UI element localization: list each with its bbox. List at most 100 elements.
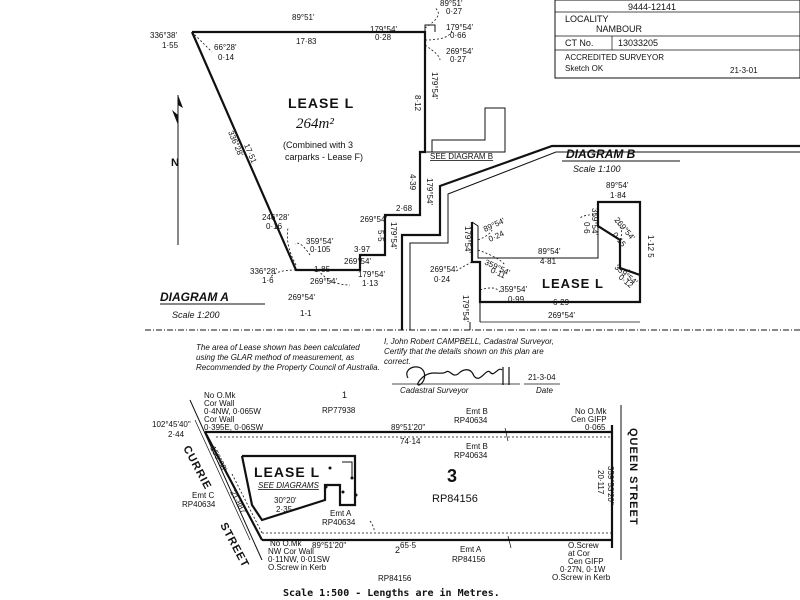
diagram-b-wall [400, 144, 800, 330]
svg-text:Cadastral Surveyor: Cadastral Surveyor [400, 386, 469, 395]
svg-text:0·065: 0·065 [585, 423, 606, 432]
locality-label: LOCALITY [565, 14, 609, 24]
svg-text:0·24: 0·24 [434, 275, 451, 284]
svg-text:Emt B: Emt B [466, 442, 488, 451]
svg-text:Cen GIFP: Cen GIFP [568, 557, 604, 566]
svg-text:269°54': 269°54' [288, 293, 315, 302]
svg-text:No O.Mk: No O.Mk [204, 391, 237, 400]
svg-text:0·11NW, 0·01SW: 0·11NW, 0·01SW [268, 555, 330, 564]
svg-text:17·83: 17·83 [296, 37, 317, 46]
svg-text:179°54': 179°54' [430, 72, 439, 99]
svg-text:179°54': 179°54' [463, 226, 472, 253]
currie-street-boundary [204, 431, 263, 541]
site-plan: LEASE L SEE DIAGRAMS 3 RP84156 CURRIE ST… [152, 390, 639, 583]
svg-text:8·12: 8·12 [413, 95, 422, 112]
lot-marker: 1-1 [300, 309, 312, 318]
svg-text:156°38': 156°38' [208, 445, 229, 473]
svg-text:0·66: 0·66 [450, 31, 467, 40]
svg-text:0·28: 0·28 [375, 33, 392, 42]
svg-text:74·14: 74·14 [400, 437, 421, 446]
svg-text:1·84: 1·84 [610, 191, 627, 200]
lease-l-title-site: LEASE L [254, 464, 320, 480]
svg-text:5·5: 5·5 [376, 230, 385, 242]
lease-note-line2: carparks - Lease F) [285, 152, 363, 162]
svg-text:Emt A: Emt A [330, 509, 352, 518]
svg-text:0·27: 0·27 [450, 55, 467, 64]
svg-text:1·13: 1·13 [362, 279, 379, 288]
svg-text:0·27: 0·27 [446, 7, 463, 16]
certification: The area of Lease shown has been calcula… [196, 337, 560, 395]
svg-text:RP40634: RP40634 [454, 451, 488, 460]
street-currie-suffix: STREET [217, 521, 251, 570]
lot-plan: RP84156 [432, 493, 478, 505]
svg-text:1·12 5: 1·12 5 [646, 235, 655, 258]
svg-text:RP40634: RP40634 [182, 500, 216, 509]
lease-l-boundary-b [470, 200, 642, 304]
svg-text:at Cor: at Cor [568, 549, 590, 558]
see-diagram-b-link: SEE DIAGRAM B [430, 152, 493, 161]
svg-text:Emt C: Emt C [192, 491, 214, 500]
svg-text:179°54': 179°54' [425, 178, 434, 205]
svg-text:0·16: 0·16 [266, 222, 283, 231]
svg-text:246°28': 246°28' [262, 213, 289, 222]
svg-text:0·4NW, 0·065W: 0·4NW, 0·065W [204, 407, 261, 416]
svg-text:336°28': 336°28' [226, 129, 245, 158]
svg-text:1·55: 1·55 [162, 41, 179, 50]
svg-text:179°54': 179°54' [461, 295, 470, 322]
svg-text:89°54': 89°54' [482, 216, 507, 234]
svg-text:4·81: 4·81 [540, 257, 557, 266]
locality-value: NAMBOUR [596, 24, 643, 34]
svg-text:3·97: 3·97 [354, 245, 371, 254]
lease-l-boundary-a [190, 30, 427, 272]
svg-text:4·39: 4·39 [408, 174, 417, 191]
top-jog [424, 24, 436, 32]
svg-text:179°54': 179°54' [370, 25, 397, 34]
svg-text:0·395E, 0·06SW: 0·395E, 0·06SW [204, 423, 264, 432]
svg-text:179°54': 179°54' [358, 270, 385, 279]
lot-number: 3 [447, 466, 457, 486]
svg-text:I, John Robert CAMPBELL, Cadas: I, John Robert CAMPBELL, Cadastral Surve… [384, 337, 554, 346]
signature-date: 21-3-04 [528, 373, 556, 382]
svg-text:359°53'20": 359°53'20" [606, 466, 615, 505]
svg-text:359°54': 359°54' [306, 237, 333, 246]
svg-text:66°28': 66°28' [214, 43, 237, 52]
see-diagrams-link: SEE DIAGRAMS [258, 481, 320, 490]
sketch-label: Sketch OK [565, 64, 604, 73]
svg-text:179°54': 179°54' [389, 222, 398, 249]
svg-text:RP40634: RP40634 [454, 416, 488, 425]
svg-text:30°20': 30°20' [274, 496, 297, 505]
svg-text:6·29: 6·29 [553, 298, 570, 307]
diagram-a-scale: Scale 1:200 [172, 310, 220, 320]
svg-text:The area of Lease shown has be: The area of Lease shown has been calcula… [196, 343, 360, 352]
diagram-a: N LEASE L 264m² (Combined with 3 carpark… [150, 0, 506, 320]
svg-text:RP40634: RP40634 [322, 518, 356, 527]
svg-text:Cor Wall: Cor Wall [204, 415, 235, 424]
svg-text:RP84156: RP84156 [378, 574, 412, 583]
lease-note-line1: (Combined with 3 [283, 140, 353, 150]
svg-text:359°54': 359°54' [500, 285, 527, 294]
svg-text:No O.Mk: No O.Mk [575, 407, 608, 416]
lease-l-title-a: LEASE L [288, 95, 354, 111]
svg-text:Emt A: Emt A [460, 545, 482, 554]
svg-text:Date: Date [536, 386, 553, 395]
surveyor-label: ACCREDITED SURVEYOR [565, 53, 664, 62]
svg-text:Emt B: Emt B [466, 407, 488, 416]
diagram-b: DIAGRAM B Scale 1:100 LEASE L 89°54' 1·8… [400, 144, 800, 330]
north-arrow: N [171, 95, 183, 245]
svg-text:89°51': 89°51' [292, 13, 315, 22]
ct-value: 13033205 [618, 38, 658, 48]
svg-text:Cen GIFP: Cen GIFP [571, 415, 607, 424]
svg-text:1: 1 [342, 390, 347, 400]
svg-text:2·35: 2·35 [276, 505, 293, 514]
diagram-b-scale: Scale 1:100 [573, 164, 621, 174]
svg-text:0·27N, 0·1W: 0·27N, 0·1W [560, 565, 606, 574]
svg-text:269°54': 269°54' [344, 257, 371, 266]
svg-text:0·105: 0·105 [310, 245, 331, 254]
svg-text:179°54': 179°54' [446, 23, 473, 32]
svg-text:269°54': 269°54' [430, 265, 457, 274]
svg-text:using the GLAR method of measu: using the GLAR method of measurement, as [196, 353, 354, 362]
footer-scale: Scale 1:500 - Lengths are in Metres. [283, 587, 500, 599]
svg-text:89°54': 89°54' [606, 181, 629, 190]
emt-c-line [231, 473, 263, 534]
